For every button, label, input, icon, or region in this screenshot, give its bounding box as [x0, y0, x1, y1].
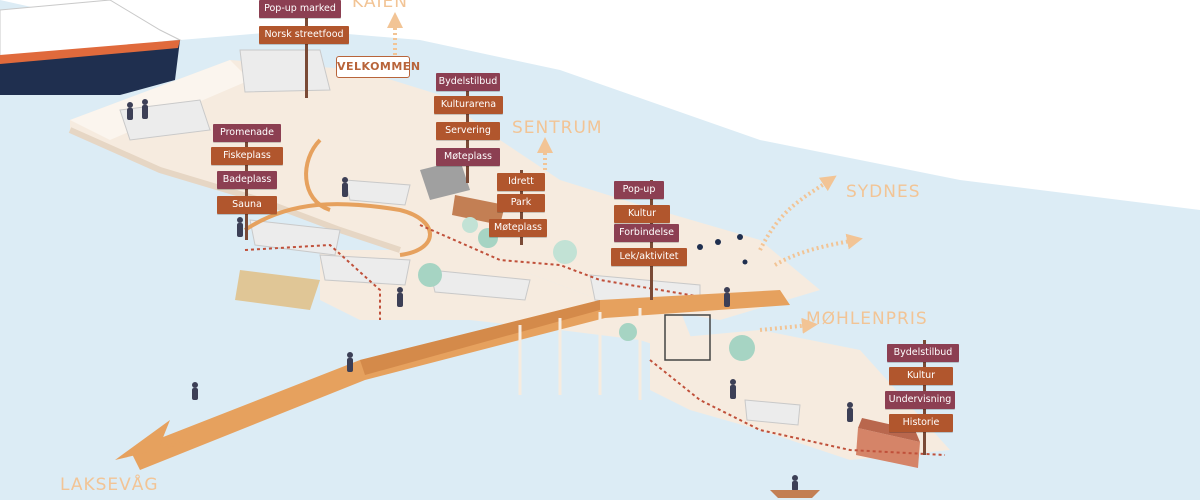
market-hall: [420, 160, 470, 200]
sign-east-0: Bydelstilbud: [887, 344, 959, 362]
stage-structure: [664, 314, 711, 361]
sauna-deck: [235, 270, 320, 310]
direction-arrows: [387, 12, 863, 334]
land-peninsula: [320, 250, 700, 360]
rowing-boat: [770, 490, 820, 498]
sign-park-1: Park: [497, 194, 545, 212]
place-label-top: KAIEN: [352, 0, 408, 12]
welcome-banner: VELKOMMEN: [336, 56, 420, 78]
sign-market-1: Norsk streetfood: [259, 26, 349, 44]
sign-waterfront-0: Promenade: [213, 124, 281, 142]
bridge-supports: [518, 308, 642, 400]
sign-park-0: Idrett: [497, 173, 545, 191]
people: [127, 99, 853, 491]
ferry-ship: [0, 0, 182, 95]
sign-bridge-1: Kultur: [614, 205, 670, 223]
sign-bridge-2: Forbindelse: [614, 224, 679, 242]
sign-bridge-3: Lek/aktivitet: [611, 248, 687, 266]
place-label-mohlenpris: MØHLENPRIS: [806, 309, 928, 329]
place-label-sentrum: SENTRUM: [512, 118, 603, 138]
walking-route: [243, 202, 432, 257]
sign-district-0: Bydelstilbud: [436, 73, 500, 91]
sign-district-2: Servering: [436, 122, 500, 140]
bridge-shadow: [360, 300, 600, 375]
sign-market-0: Pop-up marked: [259, 0, 341, 18]
wooden-building: [452, 195, 505, 225]
signpost-pole: [305, 0, 308, 98]
sign-east-3: Historie: [889, 414, 953, 432]
trees: [418, 217, 755, 361]
bridge: [130, 290, 790, 470]
sign-east-2: Undervisning: [885, 391, 955, 409]
sign-waterfront-3: Sauna: [217, 196, 277, 214]
sign-park-2: Møteplass: [489, 219, 547, 237]
land-pier: [70, 60, 250, 140]
red-building: [856, 428, 920, 468]
dashed-route: [244, 224, 946, 456]
sign-bridge-0: Pop-up: [614, 181, 664, 199]
sign-waterfront-1: Fiskeplass: [211, 147, 283, 165]
walking-route-arrow: [304, 138, 331, 212]
bridge-arrow: [115, 420, 200, 460]
sign-east-1: Kultur: [889, 367, 953, 385]
shore-white: [0, 0, 1200, 210]
sign-district-3: Møteplass: [436, 148, 500, 166]
place-label-sydnes: SYDNES: [846, 182, 921, 202]
sign-district-1: Kulturarena: [434, 96, 503, 114]
music-notes: [697, 234, 748, 265]
sign-waterfront-2: Badeplass: [217, 171, 277, 189]
place-label-laksevag: LAKSEVÅG: [60, 475, 159, 495]
